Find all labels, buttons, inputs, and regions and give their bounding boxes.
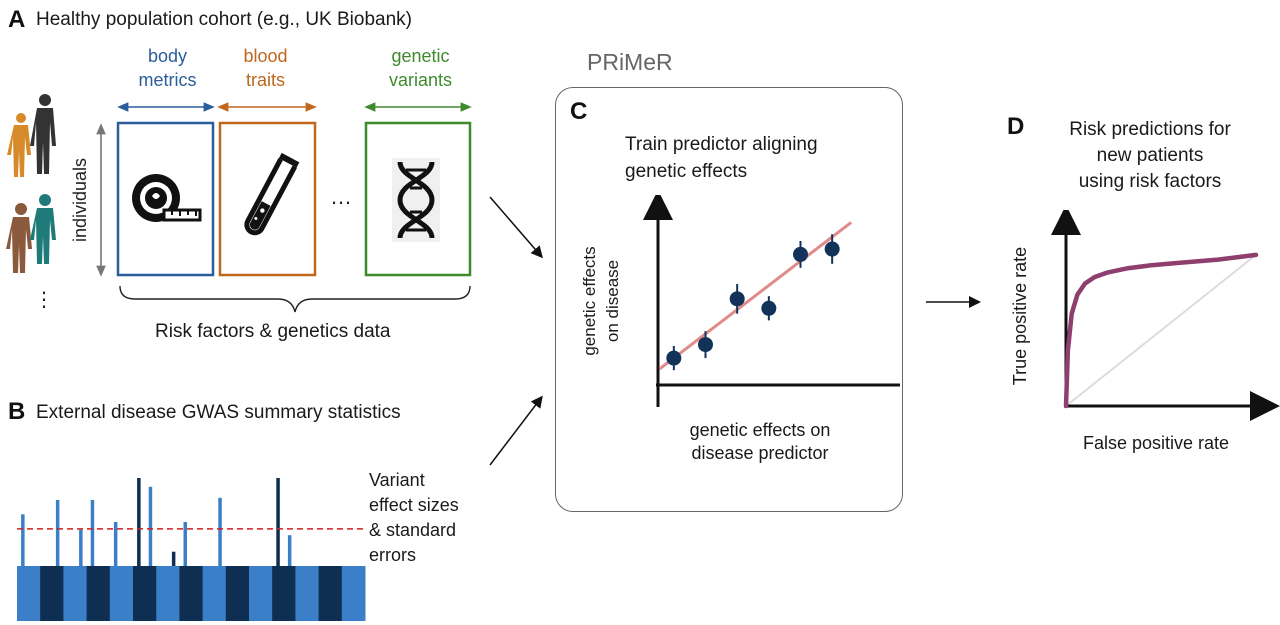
effect-size-bar (137, 478, 141, 566)
data-point (666, 350, 682, 366)
panel-d-title-line3: using risk factors (1078, 171, 1222, 192)
chromosome-block (133, 566, 157, 621)
chromosome-block (249, 566, 273, 621)
scatter-xlabel-line1: genetic effects on (689, 420, 831, 440)
gwas-annotation-line3: & standard (369, 520, 457, 540)
panel-c-title: Train predictor aligning genetic effects (625, 131, 818, 185)
person-icon-teal (30, 194, 56, 264)
data-point (824, 241, 840, 257)
genetic-variants-box (364, 121, 472, 277)
gwas-annotation-line2: effect sizes (369, 495, 459, 515)
effect-size-bar (113, 522, 118, 566)
effect-size-bar (148, 486, 153, 566)
effect-size-bar (21, 514, 25, 566)
data-point (729, 291, 745, 307)
data-point (761, 300, 777, 316)
effect-size-bar (218, 497, 222, 566)
category-blood-traits-line2: traits (245, 70, 285, 90)
person-icon-orange (7, 113, 31, 177)
tape-measure-icon (132, 174, 202, 222)
effect-size-bar (171, 551, 176, 566)
chromosome-block (109, 566, 134, 621)
gwas-annotation: Variant effect sizes & standard errors (369, 468, 459, 568)
category-genetic-variants: genetic variants (368, 44, 473, 92)
panel-b-title: External disease GWAS summary statistics (36, 402, 401, 423)
body-metrics-box (116, 121, 215, 277)
category-genetic-variants-line2: variants (388, 70, 453, 90)
people-ellipsis: ⋮ (34, 289, 54, 311)
scatter-plot (643, 195, 900, 407)
roc-xlabel: False positive rate (1083, 433, 1230, 453)
primer-label: PRiMeR (587, 49, 673, 75)
primer-box (555, 87, 903, 512)
chromosome-block (295, 566, 320, 621)
scatter-ylabel-line2: on disease (603, 259, 622, 343)
chromosome-block (17, 566, 41, 621)
roc-ylabel: True positive rate (1010, 246, 1030, 386)
panel-b-letter: B (8, 398, 26, 425)
panel-d-title-line1: Risk predictions for (1069, 119, 1231, 140)
chromosome-block (225, 566, 250, 621)
scatter-xlabel: genetic effects on disease predictor (660, 419, 860, 465)
arrow-b-to-c (489, 395, 543, 466)
effect-size-bar (183, 522, 187, 566)
scatter-ylabel-line1: genetic effects (580, 246, 599, 356)
gwas-plot (17, 478, 366, 621)
category-genetic-variants-line1: genetic (391, 46, 450, 66)
category-body-metrics: body metrics (120, 44, 215, 92)
data-brace (119, 285, 471, 313)
roc-plot (1051, 210, 1280, 421)
roc-curve (1063, 252, 1259, 409)
test-tube-icon (244, 152, 300, 236)
chromosome-block (40, 566, 64, 621)
fit-line (658, 221, 853, 371)
category-blood-traits: blood traits (218, 44, 313, 92)
chromosome-block (179, 566, 204, 621)
panel-a-letter: A (8, 6, 26, 33)
individuals-label: individuals (70, 158, 90, 242)
chromosome-block (341, 566, 366, 621)
gwas-annotation-line1: Variant (369, 470, 425, 490)
category-body-metrics-line1: body (147, 46, 188, 66)
panel-a-title: Healthy population cohort (e.g., UK Biob… (36, 9, 412, 30)
blood-traits-box (218, 121, 317, 277)
data-point (698, 337, 713, 353)
panel-a-graphics: … individuals ⋮ (6, 94, 472, 313)
effect-size-bar (90, 500, 95, 566)
scatter-ylabel: genetic effects on disease (578, 231, 624, 371)
panel-c-letter: C (570, 98, 588, 125)
category-blood-traits-line1: blood (243, 46, 288, 66)
scatter-xlabel-line2: disease predictor (691, 443, 829, 463)
effect-size-bar (287, 535, 292, 566)
panel-d-title-line2: new patients (1096, 145, 1204, 166)
chromosome-block (156, 566, 180, 621)
gwas-annotation-line4: errors (369, 545, 417, 565)
dna-icon (392, 158, 440, 242)
arrow-a-to-c (489, 196, 543, 259)
panel-d-letter: D (1007, 113, 1025, 140)
roc-diagonal (1065, 254, 1257, 407)
person-icon-brown (6, 203, 32, 273)
effect-size-bar (55, 500, 60, 566)
panel-c-title-line2: genetic effects (625, 161, 748, 182)
category-ellipsis: … (330, 184, 352, 209)
chromosome-block (272, 566, 296, 621)
effect-size-bar (276, 478, 280, 566)
person-icon-dark (30, 94, 56, 174)
chromosome-block (86, 566, 111, 621)
chromosome-block (318, 566, 343, 621)
panel-d-title: Risk predictions for new patients using … (1045, 117, 1255, 195)
panel-a-caption: Risk factors & genetics data (155, 321, 391, 342)
chromosome-block (63, 566, 88, 621)
data-point (793, 246, 808, 262)
chromosome-block (202, 566, 227, 621)
effect-size-bar (79, 529, 83, 566)
category-body-metrics-line2: metrics (138, 70, 197, 90)
panel-c-title-line1: Train predictor aligning (625, 134, 818, 155)
